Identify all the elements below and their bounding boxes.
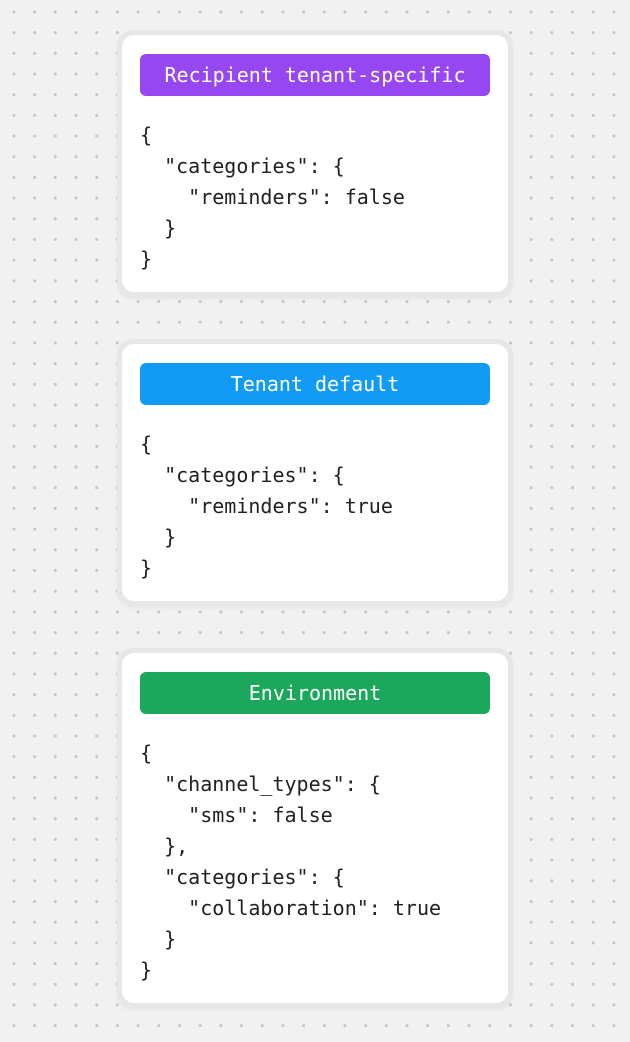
card-environment: Environment { "channel_types": { "sms": … [117, 648, 513, 1008]
badge-tenant-default: Tenant default [140, 363, 490, 405]
json-code-block: { "channel_types": { "sms": false }, "ca… [140, 741, 442, 982]
badge-recipient-tenant-specific: Recipient tenant-specific [140, 54, 490, 96]
card-tenant-default: Tenant default { "categories": { "remind… [117, 339, 513, 606]
card-body: Environment { "channel_types": { "sms": … [122, 653, 508, 1003]
card-recipient-tenant-specific: Recipient tenant-specific { "categories"… [117, 30, 513, 297]
badge-environment: Environment [140, 672, 490, 714]
json-code-block: { "categories": { "reminders": false } } [140, 123, 405, 271]
json-code-block: { "categories": { "reminders": true } } [140, 432, 393, 580]
card-body: Tenant default { "categories": { "remind… [122, 344, 508, 601]
card-body: Recipient tenant-specific { "categories"… [122, 35, 508, 292]
